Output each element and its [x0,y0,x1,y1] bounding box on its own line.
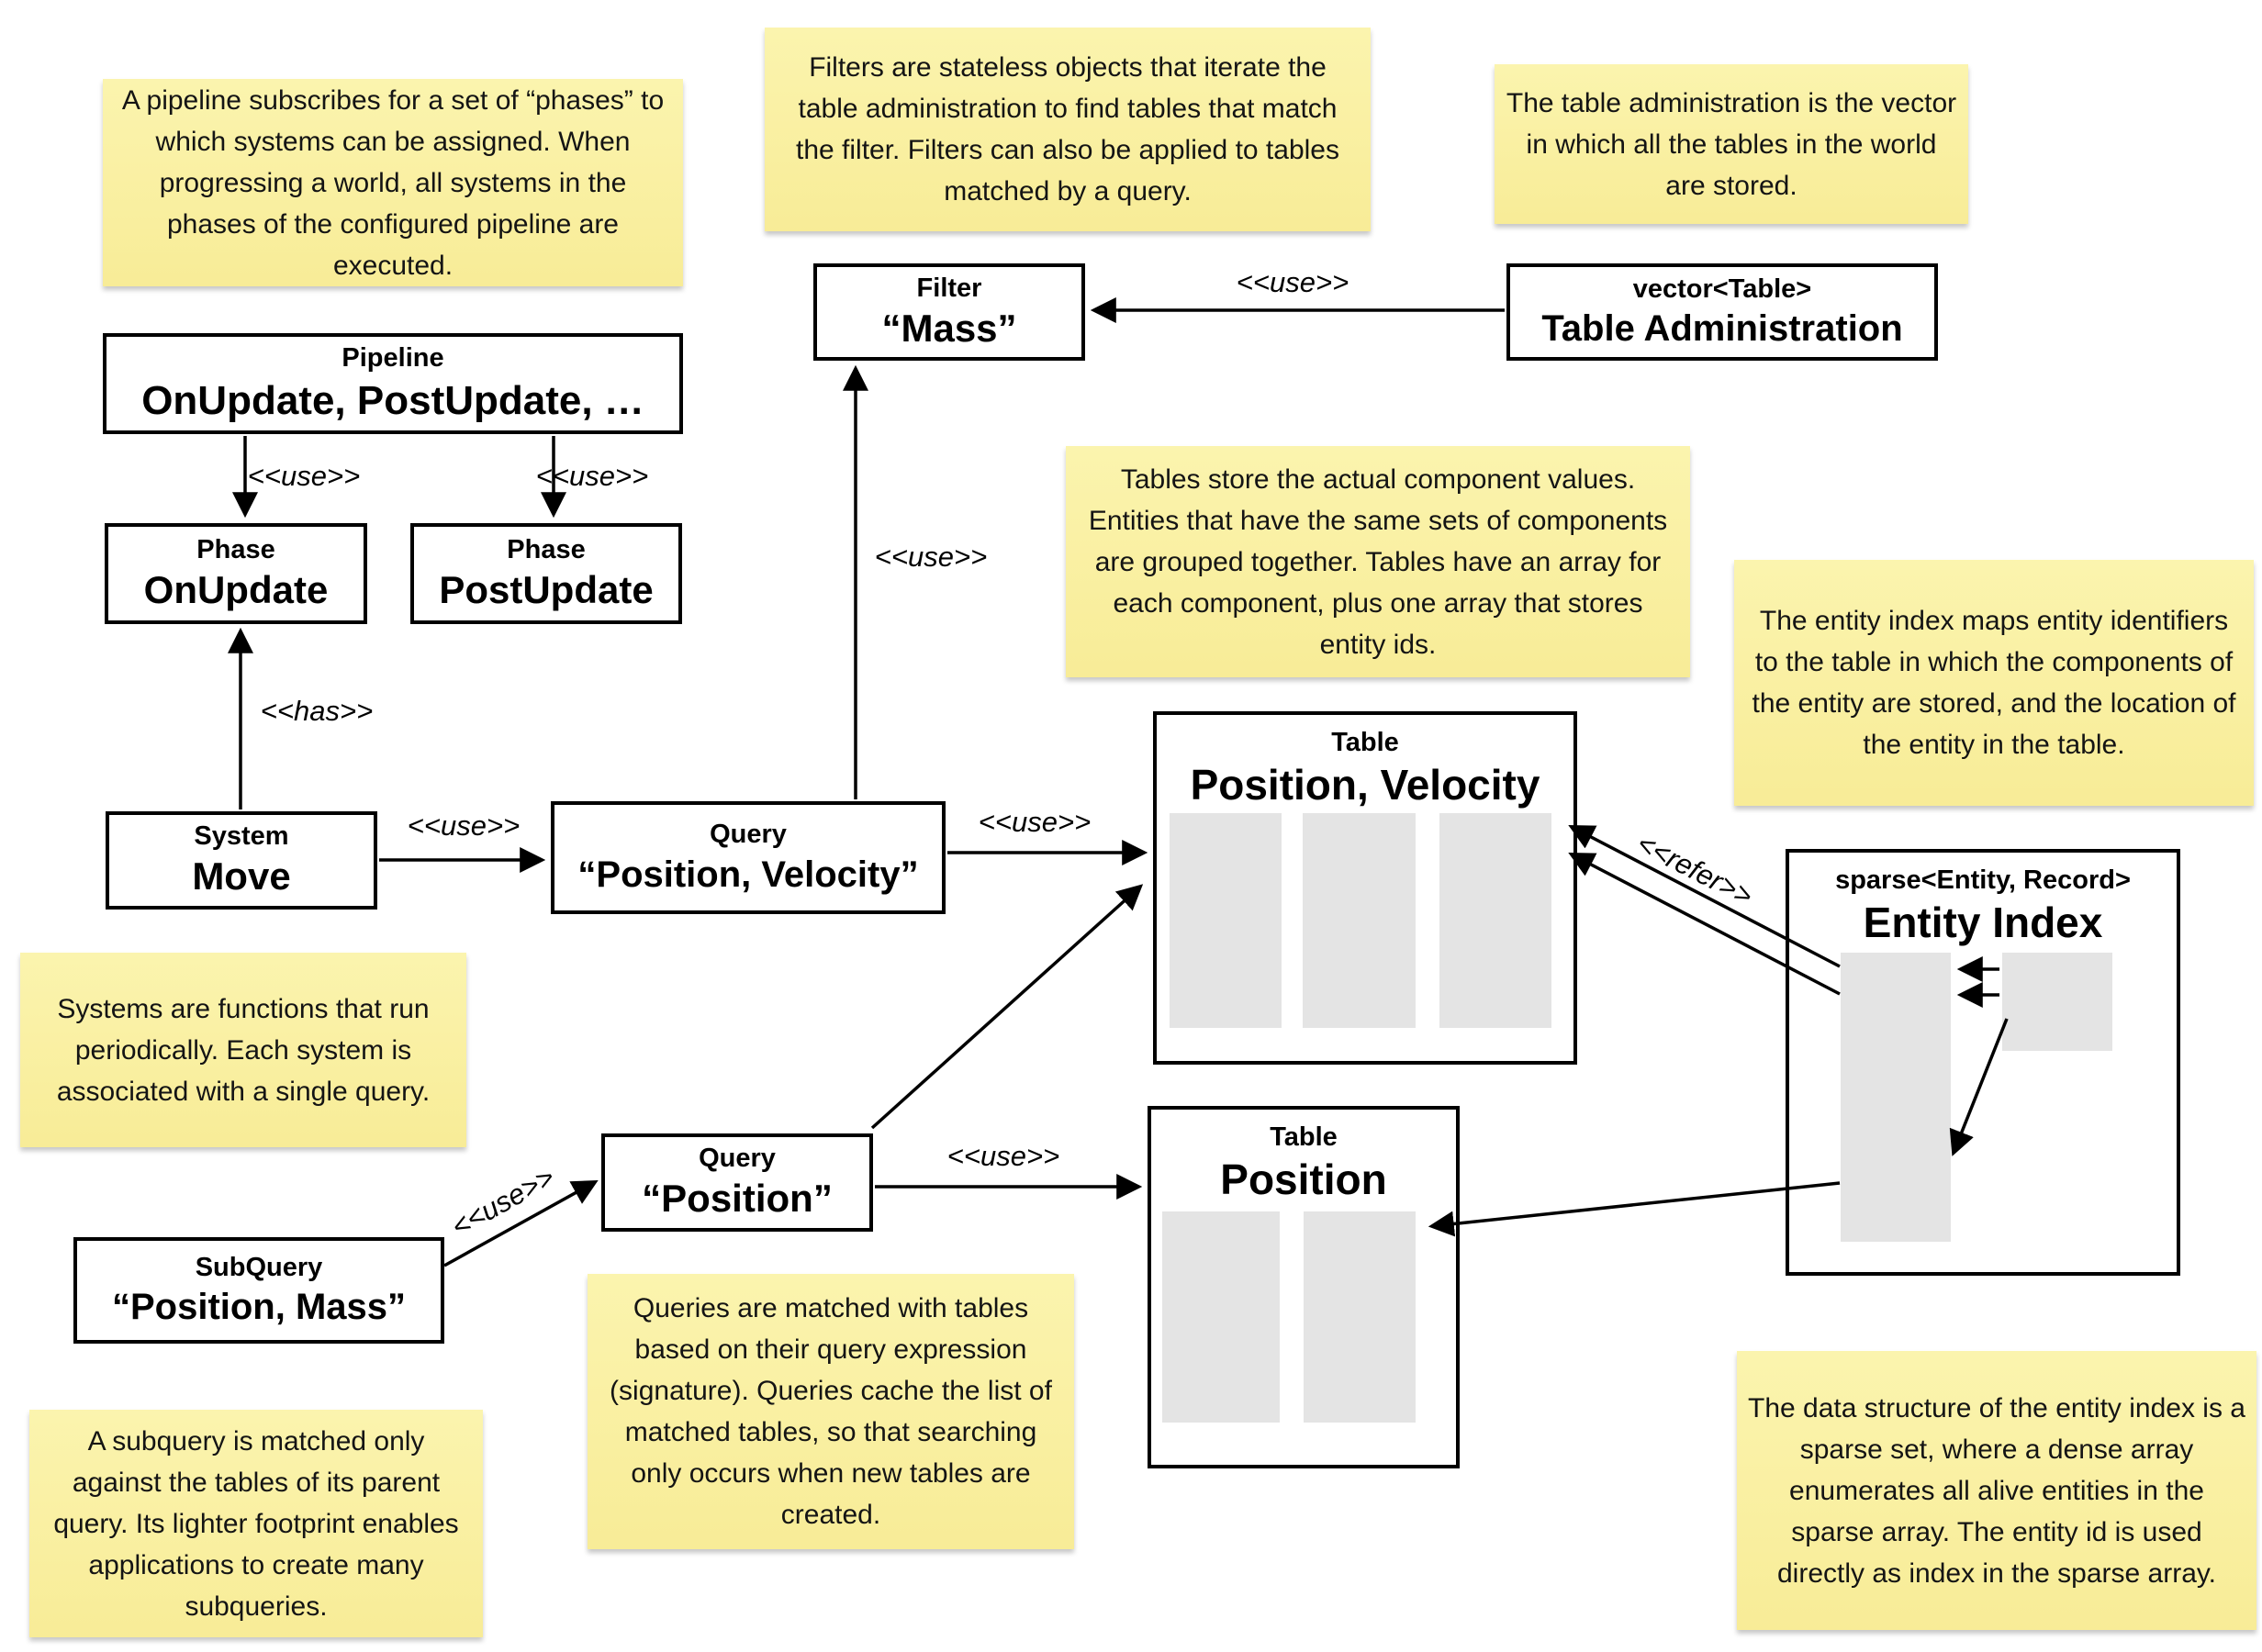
box-filter-mass-value: “Mass” [881,306,1017,350]
sparse-array [1841,953,1951,1242]
component-array [1303,813,1416,1028]
box-phase-onupdate: Phase OnUpdate [105,523,367,624]
box-query-position-title: Query [699,1144,776,1174]
box-system-move: System Move [106,811,377,910]
box-table-position-velocity: Table Position, Velocity [1153,711,1577,1065]
box-pipeline-title: Pipeline [342,343,444,374]
box-table-position-value: Position [1220,1155,1387,1204]
box-phase-postupdate-title: Phase [507,534,586,564]
note-queries: Queries are matched with tables based on… [588,1274,1074,1549]
box-table-administration-value: Table Administration [1541,308,1903,350]
note-tables: Tables store the actual component values… [1066,446,1690,677]
box-table-position-velocity-title: Table [1331,728,1399,757]
box-system-move-value: Move [192,854,291,899]
note-sparse-set: The data structure of the entity index i… [1737,1351,2256,1630]
note-table-admin: The table administration is the vector i… [1495,64,1968,224]
component-array [1162,1211,1280,1423]
note-systems: Systems are functions that run periodica… [20,953,466,1147]
dense-array [2002,953,2112,1051]
note-subquery: A subquery is matched only against the t… [29,1410,483,1637]
box-entity-index: sparse<Entity, Record> Entity Index [1786,849,2180,1276]
label-use-query-pos-table: <<use>> [946,1140,1060,1172]
box-subquery-title: SubQuery [195,1252,323,1282]
edge-entityindex-to-table-position [1428,1181,1841,1237]
edge-query-pos-to-table-pv [870,884,1144,1130]
box-phase-postupdate: Phase PostUpdate [410,523,682,624]
box-phase-postupdate-value: PostUpdate [439,567,654,611]
box-entity-index-value: Entity Index [1863,899,2103,947]
label-use-pipeline-onupdate: <<use>> [247,460,361,492]
box-table-administration-title: vector<Table> [1632,273,1812,304]
box-phase-onupdate-value: OnUpdate [143,567,329,611]
box-subquery-value: “Position, Mass” [111,1287,407,1328]
box-phase-onupdate-title: Phase [196,534,275,564]
component-array [1304,1211,1416,1423]
box-query-position-velocity: Query “Position, Velocity” [551,801,946,914]
box-pipeline: Pipeline OnUpdate, PostUpdate, … [103,333,683,434]
note-entity-index: The entity index maps entity identifiers… [1734,560,2254,806]
label-refer-entityindex: <<refer>> [1631,827,1758,913]
box-table-administration: vector<Table> Table Administration [1506,263,1938,361]
box-table-position: Table Position [1148,1106,1460,1468]
label-use-system-query: <<use>> [407,809,521,842]
label-use-subquery-query: <<use>> [445,1160,560,1244]
box-query-position: Query “Position” [601,1133,873,1232]
box-query-position-velocity-title: Query [710,820,787,850]
label-use-tableadmin-filter: <<use>> [1236,266,1349,298]
note-filters: Filters are stateless objects that itera… [765,28,1371,231]
label-use-query-filter: <<use>> [874,541,988,573]
box-filter-mass: Filter “Mass” [813,263,1085,361]
label-use-pipeline-postupdate: <<use>> [535,460,649,492]
box-query-position-value: “Position” [642,1177,833,1221]
component-array [1439,813,1551,1028]
note-pipeline: A pipeline subscribes for a set of “phas… [103,79,683,286]
box-subquery: SubQuery “Position, Mass” [73,1237,444,1344]
box-pipeline-value: OnUpdate, PostUpdate, … [141,377,644,423]
box-entity-index-title: sparse<Entity, Record> [1835,865,2131,895]
box-filter-mass-title: Filter [916,273,982,303]
component-array [1170,813,1282,1028]
box-table-position-velocity-value: Position, Velocity [1190,761,1540,809]
label-has-system-phase: <<has>> [260,695,374,727]
label-use-query-table: <<use>> [978,806,1092,838]
box-table-position-title: Table [1270,1122,1338,1152]
box-system-move-title: System [194,821,289,852]
box-query-position-velocity-value: “Position, Velocity” [577,854,919,895]
